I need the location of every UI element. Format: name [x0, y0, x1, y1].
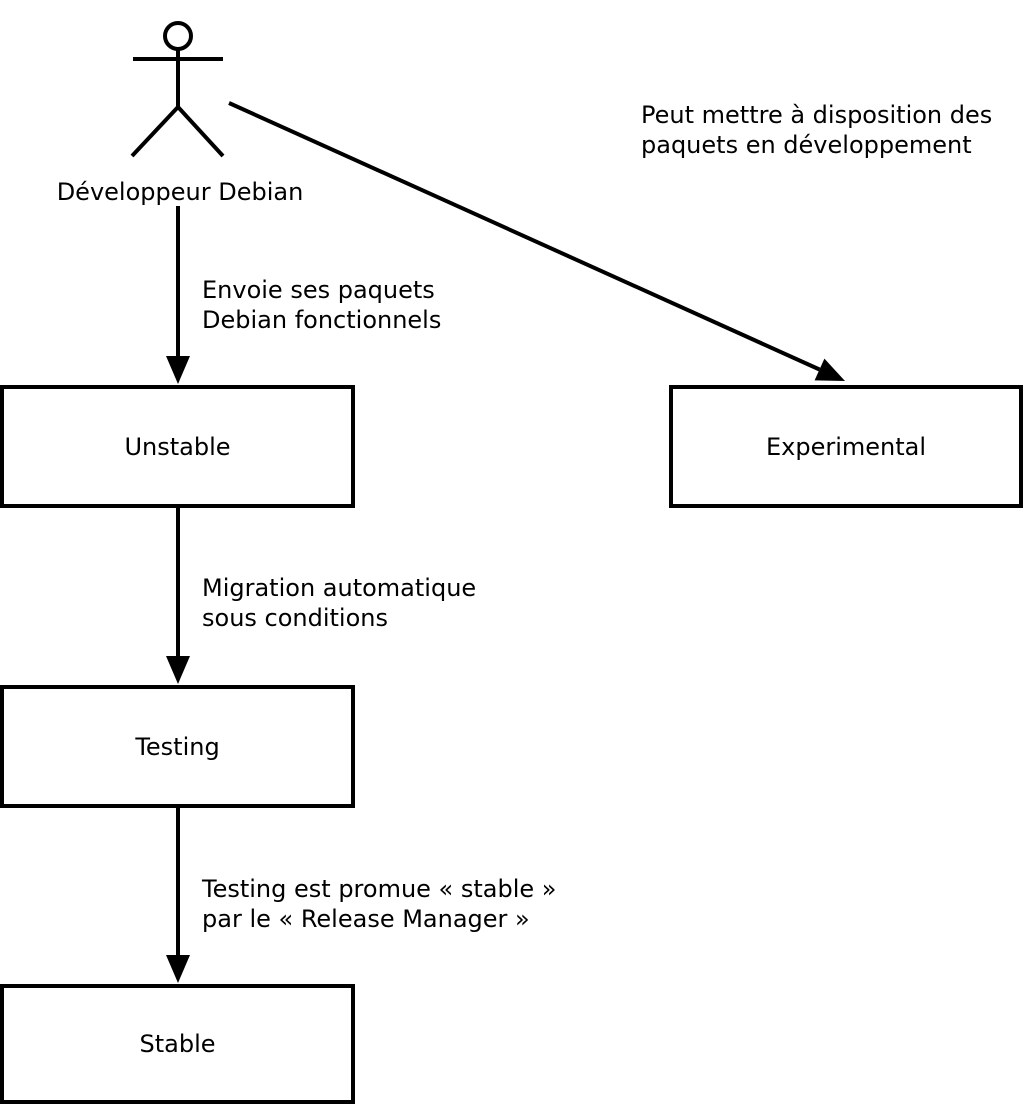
annotation-line: Testing est promue « stable »: [202, 875, 557, 903]
annotation-line: Peut mettre à disposition des: [641, 101, 993, 129]
actor-label: Développeur Debian: [56, 178, 304, 206]
annotation-line: paquets en développement: [641, 131, 972, 159]
annotation-line: Envoie ses paquets: [202, 276, 435, 304]
annotation-line: sous conditions: [202, 604, 388, 632]
annotation-unstable: Envoie ses paquets Debian fonctionnels: [202, 275, 441, 335]
developer-actor-icon: [130, 21, 225, 158]
node-unstable-label: Unstable: [124, 432, 231, 461]
node-stable: Stable: [0, 984, 355, 1104]
annotation-testing: Migration automatique sous conditions: [202, 573, 476, 633]
node-testing-label: Testing: [135, 732, 220, 761]
actor-head: [163, 21, 193, 51]
actor-leg-left: [130, 105, 180, 158]
arrow-unstable-to-testing: [166, 508, 190, 684]
annotation-line: Debian fonctionnels: [202, 306, 442, 334]
annotation-line: Migration automatique: [202, 574, 477, 602]
actor-leg-right: [176, 105, 225, 158]
node-testing: Testing: [0, 685, 355, 808]
arrow-developer-to-experimental: [228, 101, 845, 381]
annotation-line: par le « Release Manager »: [202, 905, 530, 933]
arrow-head-icon: [166, 356, 190, 384]
annotation-experimental: Peut mettre à disposition des paquets en…: [641, 100, 992, 160]
arrow-testing-to-stable: [166, 808, 190, 983]
arrow-developer-to-unstable: [166, 206, 190, 384]
arrow-shaft: [228, 101, 821, 372]
annotation-stable: Testing est promue « stable » par le « R…: [202, 874, 556, 934]
node-experimental-label: Experimental: [765, 432, 927, 461]
node-unstable: Unstable: [0, 385, 355, 508]
node-experimental: Experimental: [669, 385, 1023, 508]
arrow-head-icon: [166, 955, 190, 983]
arrow-head-icon: [814, 358, 845, 381]
arrow-head-icon: [166, 656, 190, 684]
node-stable-label: Stable: [139, 1030, 216, 1058]
